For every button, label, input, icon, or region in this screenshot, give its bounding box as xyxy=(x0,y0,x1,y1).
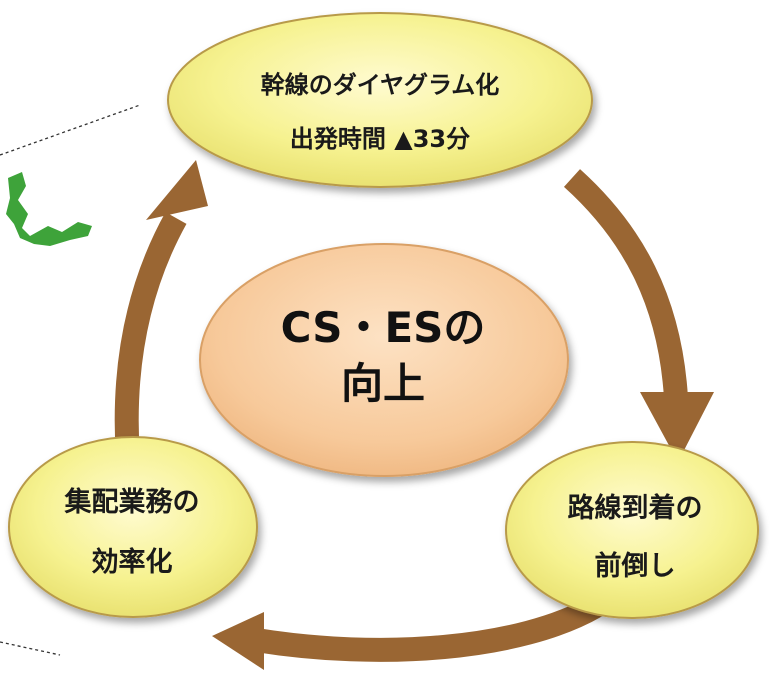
node-right-ellipse xyxy=(505,441,759,619)
node-right-label: 路線到着の 前倒し xyxy=(535,480,735,596)
node-top-line2: 出発時間 ▲33分 xyxy=(289,125,471,153)
arrow-head-right xyxy=(640,392,714,462)
node-right-line2: 前倒し xyxy=(594,551,676,582)
node-center-line1: CS・ESの xyxy=(280,303,486,352)
arrow-heads xyxy=(146,160,714,670)
cycle-arrows xyxy=(114,169,688,662)
node-right-line1: 路線到着の xyxy=(567,493,703,524)
arrow-left-to-top-body xyxy=(114,212,187,459)
node-top-label: 幹線のダイヤグラム化 出発時間 ▲33分 xyxy=(215,58,545,166)
node-center-line2: 向上 xyxy=(340,359,425,408)
arrow-head-top-left xyxy=(146,160,208,220)
background-map xyxy=(0,104,141,656)
node-center-ellipse xyxy=(199,243,569,477)
arrow-right-to-left-body xyxy=(254,595,603,662)
arrow-top-to-right-body xyxy=(563,169,688,399)
node-left-line1: 集配業務の xyxy=(64,487,200,518)
arrow-head-bottom-left xyxy=(212,612,264,670)
green-landmass xyxy=(6,172,92,246)
node-top-line1: 幹線のダイヤグラム化 xyxy=(260,71,500,99)
node-center-label: CS・ESの 向上 xyxy=(248,300,518,412)
node-left-line2: 効率化 xyxy=(91,547,173,578)
dashed-line-top xyxy=(0,104,141,156)
node-top-ellipse xyxy=(167,12,593,188)
dashed-line-bottom xyxy=(0,641,61,656)
node-left-label: 集配業務の 効率化 xyxy=(32,473,232,593)
node-left-ellipse xyxy=(8,436,258,618)
